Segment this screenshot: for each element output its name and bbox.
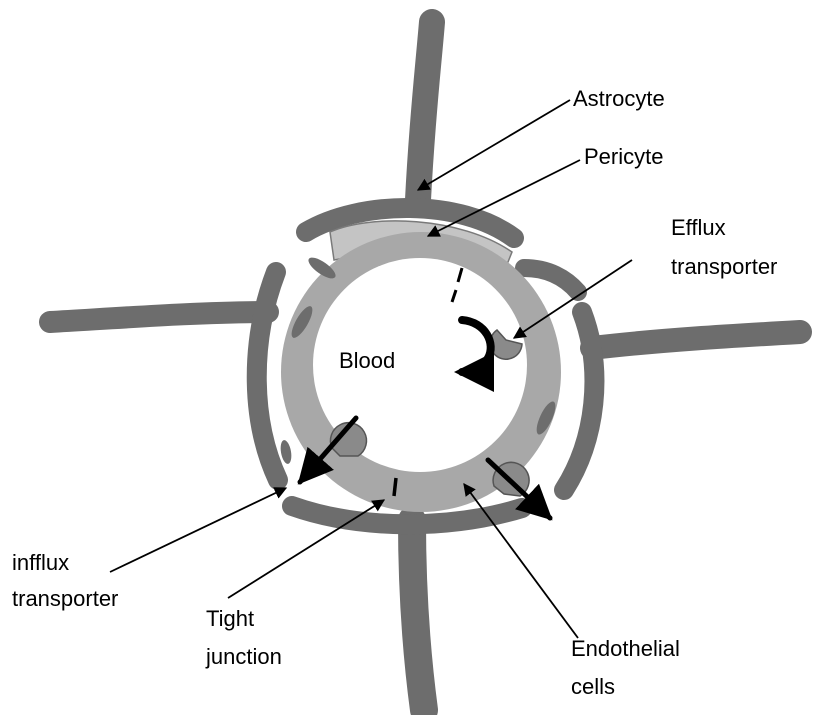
label-pericyte: Pericyte [584,142,663,172]
label-tight-line2: junction [206,642,282,672]
label-efflux-line2: transporter [671,252,777,282]
label-astrocyte: Astrocyte [573,84,665,114]
astrocyte-endfoot-left [257,272,278,480]
label-tight-line1: Tight [206,604,254,634]
label-endothelial-line2: cells [571,672,615,702]
astrocyte-process-left [50,312,268,322]
astrocyte-process-bottom [412,520,424,710]
label-blood: Blood [339,346,395,376]
label-influx-line1: infflux [12,548,69,578]
tight-junction-bottom [394,478,396,496]
astrocyte-endfoot-right [564,312,594,490]
label-influx-line2: transporter [12,584,118,614]
nucleus [279,439,293,464]
pointer-influx [110,488,286,572]
label-efflux-line1: Efflux [671,213,726,243]
astrocyte-process-top [418,22,432,200]
astrocyte-process-right [592,332,800,348]
label-endothelial-line1: Endothelial [571,634,680,664]
